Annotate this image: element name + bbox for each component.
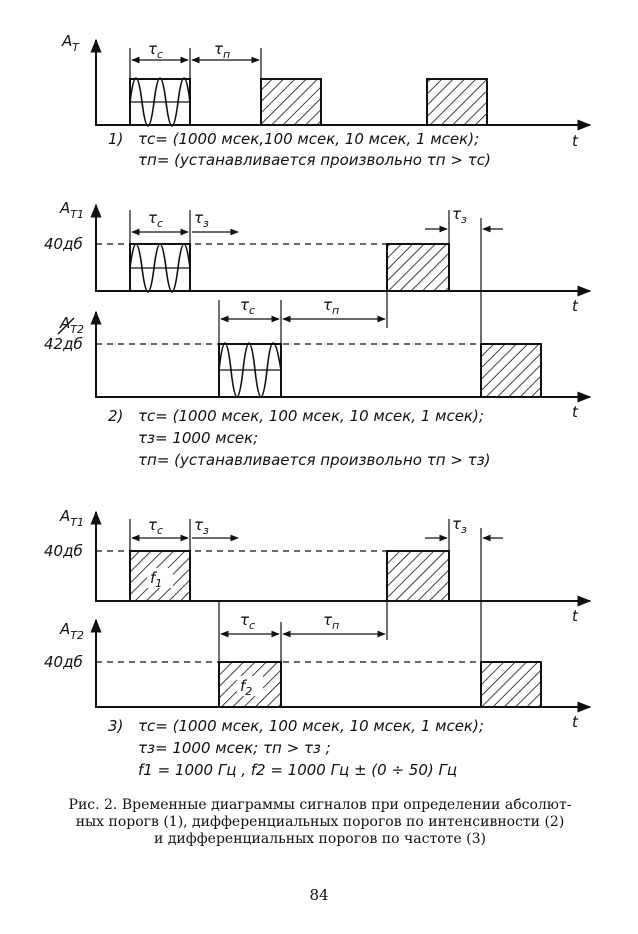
f2-label: f2 <box>240 677 252 698</box>
level-bottom-label: 42дб <box>44 335 83 353</box>
tau-c-label: τc <box>148 209 163 230</box>
signal-timing-figure: AT t τc τп 1) τc= (1000 мсек,100 мсек, 1… <box>44 32 592 779</box>
y-axis-top-label: AT1 <box>59 199 84 221</box>
x-axis-top-label: t <box>572 607 579 625</box>
caption-line-2: ных порогв (1), дифференциальных порогов… <box>75 814 565 830</box>
diagram-3-formula-2: τз= 1000 мсек; τп > τз ; <box>138 739 331 757</box>
diagram-2: AT1 t 40дб τc τз τз AT2 t 42дб <box>44 199 592 469</box>
y-axis-label: AT <box>61 32 80 54</box>
tau-c-label: τc <box>148 516 163 537</box>
hatched-pulse <box>480 343 542 398</box>
diagram-2-formula-2: τз= 1000 мсек; <box>138 429 258 447</box>
x-axis-top-label: t <box>572 297 579 315</box>
hatched-pulse <box>386 550 450 602</box>
tau-p-label: τп <box>323 296 339 317</box>
diagram-2-formula-1: τc= (1000 мсек, 100 мсек, 10 мсек, 1 мсе… <box>138 407 484 425</box>
diagram-1-formula-1: τc= (1000 мсек,100 мсек, 10 мсек, 1 мсек… <box>138 130 479 148</box>
hatched-pulse <box>260 78 322 126</box>
page-number: 84 <box>309 886 329 904</box>
diagram-1: AT t τc τп 1) τc= (1000 мсек,100 мсек, 1… <box>61 32 592 169</box>
diagram-3-number: 3) <box>108 717 123 735</box>
label-mask <box>147 568 173 588</box>
y-axis-bottom-label: AT2 <box>59 314 84 336</box>
diagram-3: AT1 t 40дб f1 τc τз τз AT2 t 40дб f2 <box>44 507 592 779</box>
diagram-2-formula-3: τп= (устанавливается произвольно τп > τз… <box>138 451 491 469</box>
caption-line-1: Рис. 2. Временные диаграммы сигналов при… <box>68 797 572 813</box>
diagram-2-number: 2) <box>108 407 123 425</box>
level-bottom-label: 40дб <box>44 653 83 671</box>
sine-wave <box>218 342 282 398</box>
diagram-3-formula-3: f1 = 1000 Гц , f2 = 1000 Гц ± (0 ÷ 50) Г… <box>138 761 457 779</box>
tau-p-label: τп <box>214 40 230 61</box>
tau-c-label: τc <box>240 296 255 317</box>
y-axis-top-label: AT1 <box>59 507 84 529</box>
hatched-pulse <box>426 78 488 126</box>
x-axis-bottom-label: t <box>572 713 579 731</box>
hatched-pulse-f2 <box>218 661 282 708</box>
caption-line-3: и дифференциальных порогов по частоте (3… <box>154 831 486 847</box>
tau-z-label: τз <box>452 515 467 536</box>
tau-c-label: τc <box>148 40 163 61</box>
strike-mark <box>57 317 75 335</box>
f1-label: f1 <box>150 569 162 590</box>
hatched-pulse <box>480 661 542 708</box>
tau-p-label: τп <box>323 611 339 632</box>
tau-z-label: τз <box>452 205 467 226</box>
sine-wave <box>129 77 191 127</box>
level-top-label: 40дб <box>44 235 83 253</box>
x-axis-label: t <box>572 132 579 150</box>
label-mask <box>237 676 263 696</box>
hatched-pulse <box>386 243 450 292</box>
tau-z-label: τз <box>194 209 209 230</box>
tau-z-label: τз <box>194 516 209 537</box>
diagram-3-formula-1: τc= (1000 мсек, 100 мсек, 10 мсек, 1 мсе… <box>138 717 484 735</box>
level-top-label: 40дб <box>44 542 83 560</box>
figure-caption: Рис. 2. Временные диаграммы сигналов при… <box>32 797 608 848</box>
y-axis-bottom-label: AT2 <box>59 620 84 642</box>
diagram-1-formula-2: τп= (устанавливается произвольно τп > τc… <box>138 151 491 169</box>
x-axis-bottom-label: t <box>572 403 579 421</box>
tau-c-label: τc <box>240 611 255 632</box>
diagram-1-number: 1) <box>108 130 123 148</box>
sine-wave <box>129 243 191 293</box>
